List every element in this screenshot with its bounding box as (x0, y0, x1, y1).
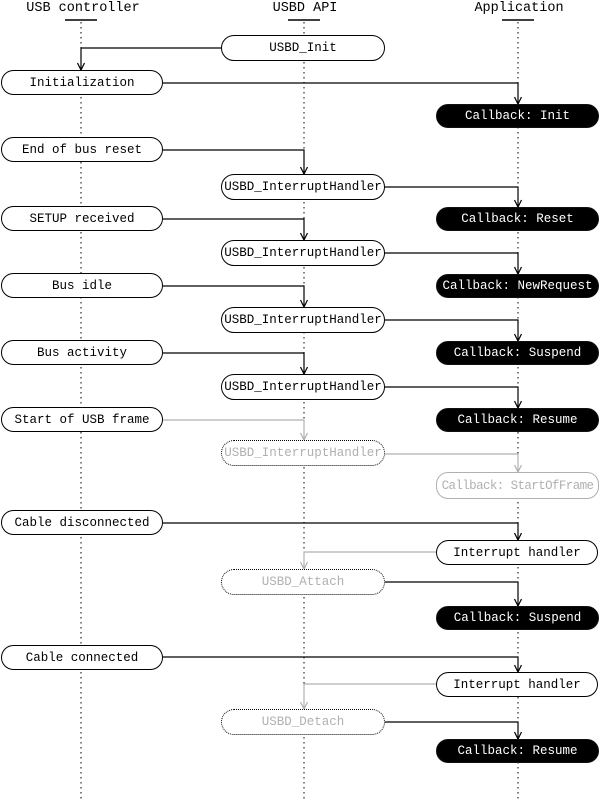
column-header-usb-controller: USB controller (26, 1, 140, 16)
column-header-usbd-api: USBD API (272, 1, 338, 16)
node-initialization: Initialization (1, 70, 163, 95)
node-cable-connected: Cable connected (1, 645, 163, 670)
edge-ih2-to-cbnewrequest (385, 252, 519, 274)
edge-inthandler2-to-detach (303, 683, 436, 709)
node-usbd-interrupthandler-2: USBD_InterruptHandler (221, 240, 385, 266)
node-callback-reset: Callback: Reset (436, 207, 599, 231)
edge-busactivity-to-ih4 (163, 352, 305, 374)
node-callback-init: Callback: Init (436, 104, 599, 128)
node-end-of-bus-reset: End of bus reset (1, 137, 163, 162)
node-callback-suspend-2: Callback: Suspend (436, 606, 599, 630)
node-usbd-interrupthandler-4: USBD_InterruptHandler (221, 374, 385, 400)
edge-sof-to-ih5 (163, 419, 305, 440)
node-interrupt-handler-2: Interrupt handler (436, 672, 598, 697)
node-interrupt-handler-1: Interrupt handler (436, 540, 598, 565)
node-callback-resume-2: Callback: Resume (436, 739, 599, 763)
node-callback-suspend-1: Callback: Suspend (436, 341, 599, 365)
node-usbd-interrupthandler-5-inactive: USBD_InterruptHandler (221, 440, 385, 466)
edge-busidle-to-ih3 (163, 285, 305, 307)
node-callback-newrequest: Callback: NewRequest (436, 274, 599, 298)
node-setup-received: SETUP received (1, 206, 163, 231)
node-usbd-interrupthandler-1: USBD_InterruptHandler (221, 174, 385, 200)
edge-attach-to-cbsuspend2 (385, 581, 519, 606)
node-cable-disconnected: Cable disconnected (1, 510, 163, 535)
edge-ih5-to-cbstartofframe (385, 453, 519, 472)
edge-usbdinit-to-initialization (80, 47, 221, 70)
edges-inactive (163, 419, 523, 711)
node-usbd-interrupthandler-3: USBD_InterruptHandler (221, 307, 385, 333)
edge-initialization-to-cbinit (163, 82, 519, 104)
node-callback-resume-1: Callback: Resume (436, 408, 599, 432)
node-usbd-detach-inactive: USBD_Detach (221, 709, 385, 735)
column-header-application: Application (474, 1, 564, 16)
node-bus-activity: Bus activity (1, 340, 163, 365)
edge-cabledisc-to-inthandler1 (163, 522, 519, 540)
edge-inthandler1-to-attach (303, 551, 436, 569)
edge-busreset-to-ih1 (163, 149, 305, 174)
edge-setup-to-ih2 (163, 218, 305, 240)
edge-cableconn-to-inthandler2 (163, 656, 519, 672)
node-usbd-attach-inactive: USBD_Attach (221, 569, 385, 595)
node-usbd-init: USBD_Init (221, 35, 385, 61)
edge-ih3-to-cbsuspend1 (385, 319, 519, 341)
edges-active (76, 47, 523, 741)
node-bus-idle: Bus idle (1, 273, 163, 298)
edge-ih4-to-cbresume1 (385, 386, 519, 408)
node-start-of-usb-frame: Start of USB frame (1, 407, 163, 432)
edge-detach-to-cbresume2 (385, 721, 519, 739)
edge-ih1-to-cbreset (385, 186, 519, 207)
node-callback-startofframe-inactive: Callback: StartOfFrame (436, 472, 599, 499)
